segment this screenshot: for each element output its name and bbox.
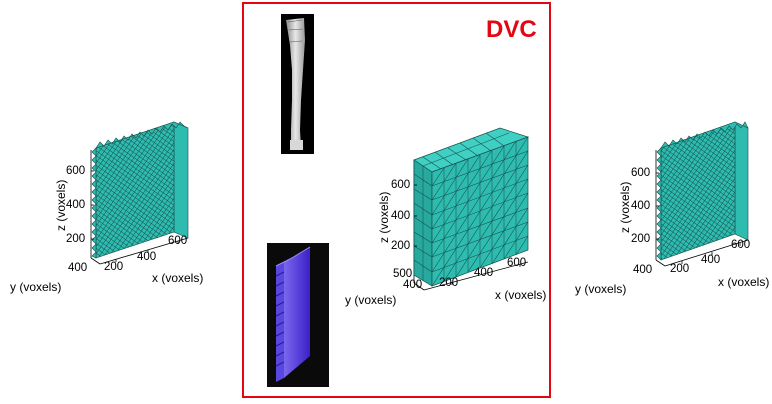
middle-x-axis-label: x (voxels) xyxy=(495,288,547,302)
dvc-title: DVC xyxy=(486,16,537,43)
right-x-tick-200: 200 xyxy=(670,263,690,275)
right-x-tick-600: 600 xyxy=(731,239,751,251)
slab-render-image xyxy=(267,243,329,387)
left-x-axis-label: x (voxels) xyxy=(152,271,204,285)
left-mesh xyxy=(90,121,189,265)
right-z-axis-label: z (voxels) xyxy=(618,181,632,233)
right-z-tick-600: 600 xyxy=(631,167,651,179)
right-mesh xyxy=(655,121,749,267)
middle-y-axis-label: y (voxels) xyxy=(345,293,397,307)
bone-scan-image xyxy=(281,14,314,154)
left-y-tick-400: 400 xyxy=(68,262,88,274)
right-y-axis-label: y (voxels) xyxy=(575,282,627,296)
middle-x-tick-200: 200 xyxy=(439,277,459,289)
middle-z-axis-label: z (voxels) xyxy=(377,191,391,243)
middle-z-tick-600: 600 xyxy=(391,179,411,191)
middle-x-tick-600: 600 xyxy=(507,257,527,269)
left-y-axis-label: y (voxels) xyxy=(10,280,62,294)
left-x-tick-600: 600 xyxy=(168,235,188,247)
left-x-tick-400: 400 xyxy=(137,251,157,263)
left-z-tick-400: 400 xyxy=(66,199,86,211)
middle-x-tick-400: 400 xyxy=(474,267,494,279)
right-z-tick-400: 400 xyxy=(631,200,651,212)
dvc-frame xyxy=(242,2,551,398)
left-x-tick-200: 200 xyxy=(104,261,124,273)
left-z-tick-200: 200 xyxy=(66,233,86,245)
middle-y-tick-400: 400 xyxy=(403,279,423,291)
middle-y-tick-500: 500 xyxy=(393,268,413,280)
middle-z-tick-200: 200 xyxy=(391,240,411,252)
right-z-tick-200: 200 xyxy=(631,233,651,245)
right-x-axis-label: x (voxels) xyxy=(718,275,770,289)
middle-z-tick-400: 400 xyxy=(391,210,411,222)
right-y-tick-400: 400 xyxy=(633,264,653,276)
right-x-tick-400: 400 xyxy=(701,254,721,266)
dvc-mesh-block xyxy=(413,127,530,291)
left-z-tick-600: 600 xyxy=(66,165,86,177)
